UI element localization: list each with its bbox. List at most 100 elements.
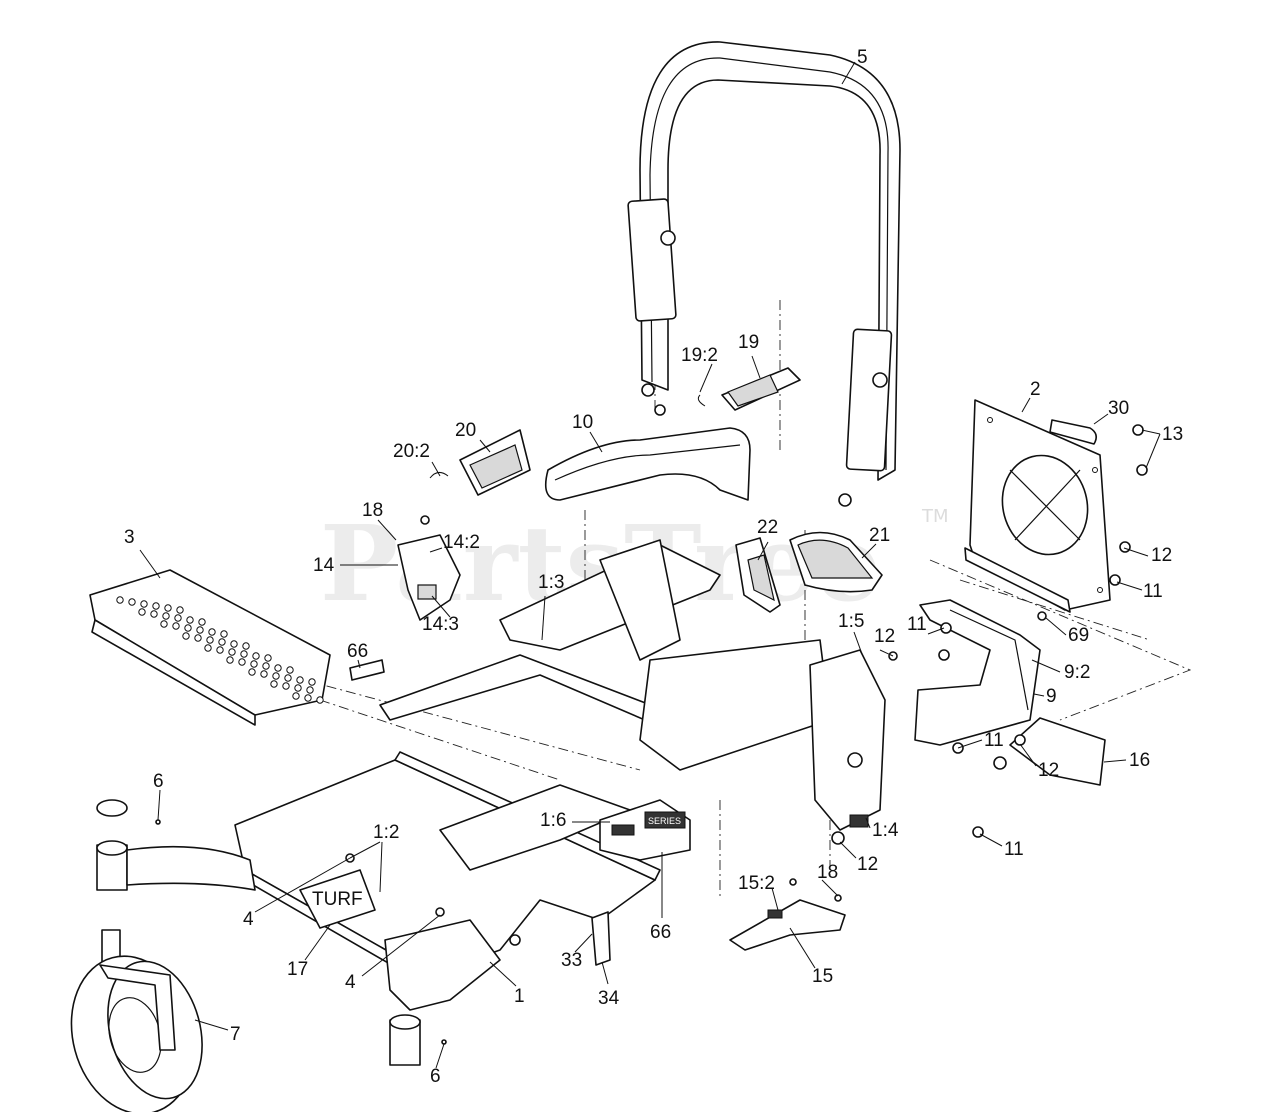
floor-plate-hole <box>220 630 228 638</box>
floor-plate-hole <box>138 608 146 616</box>
callout-4-left: 4 <box>243 909 254 930</box>
decal-66-left <box>349 659 385 681</box>
floor-plate-hole <box>262 662 270 670</box>
callout-66-left: 66 <box>347 641 368 662</box>
rollbar <box>627 41 901 507</box>
floor-plate-hole <box>228 648 236 656</box>
bolts-13 <box>1132 424 1148 476</box>
callout-12-bottom: 12 <box>857 854 878 875</box>
callout-12-right: 12 <box>1151 545 1172 566</box>
callout-15: 15 <box>812 966 833 987</box>
floor-plate-hole <box>306 686 314 694</box>
callout-labels: 5 19:2 19 2 30 13 10 20 20:2 18 14:2 14 … <box>124 47 1183 1087</box>
floor-plate-hole <box>172 622 180 630</box>
floor-plate-hole <box>208 628 216 636</box>
leader-lines <box>139 61 1161 1069</box>
floor-plate-hole <box>186 616 194 624</box>
callout-3: 3 <box>124 527 135 548</box>
callout-1-3: 1:3 <box>538 572 564 593</box>
callout-11-lower: 11 <box>984 730 1004 751</box>
callout-6-bottom: 6 <box>430 1066 441 1087</box>
floor-plate-hole <box>160 620 168 628</box>
floor-plate-holes <box>116 596 324 704</box>
floor-plate-hole <box>272 672 280 680</box>
part-14 <box>397 515 461 621</box>
watermark-trademark: TM <box>921 506 949 527</box>
floor-plate-hole <box>206 636 214 644</box>
floor-plate-hole <box>216 646 224 654</box>
floor-plate-hole <box>204 644 212 652</box>
floor-plate-hole <box>140 600 148 608</box>
part-15 <box>729 899 846 951</box>
callout-16: 16 <box>1129 750 1150 771</box>
floor-plate-hole <box>162 612 170 620</box>
floor-plate-hole <box>292 692 300 700</box>
floor-plate-hole <box>296 676 304 684</box>
callout-20-2: 20:2 <box>393 441 430 462</box>
callout-4-right: 4 <box>345 972 356 993</box>
callout-2: 2 <box>1030 379 1041 400</box>
callout-18-bottom: 18 <box>817 862 838 883</box>
floor-plate-hole <box>242 642 250 650</box>
floor-plate-hole <box>128 598 136 606</box>
floor-plate-hole <box>198 618 206 626</box>
callout-21: 21 <box>869 525 890 546</box>
callout-1-4: 1:4 <box>872 820 899 841</box>
decal-series: SERIES <box>599 799 691 861</box>
callout-9-2: 9:2 <box>1064 662 1090 683</box>
floor-plate-hole <box>238 658 246 666</box>
callout-18-top: 18 <box>362 500 383 521</box>
floor-plate-hole <box>230 640 238 648</box>
floor-plate-hole <box>218 638 226 646</box>
callout-6-top: 6 <box>153 771 164 792</box>
floor-plate-hole <box>196 626 204 634</box>
floor-plate-hole <box>226 656 234 664</box>
floor-plate-hole <box>252 652 260 660</box>
callout-17: 17 <box>287 959 308 980</box>
callout-5: 5 <box>857 47 868 68</box>
callout-19-2: 19:2 <box>681 345 718 366</box>
callout-14-2: 14:2 <box>443 532 480 553</box>
floor-plate-hole <box>176 606 184 614</box>
decal-19 <box>697 367 801 411</box>
part-10 <box>544 427 751 501</box>
floor-plate-hole <box>304 694 312 702</box>
floor-plate-hole <box>152 602 160 610</box>
callout-10: 10 <box>572 412 593 433</box>
callout-11-bottom: 11 <box>1004 839 1024 860</box>
callout-1-5: 1:5 <box>838 611 864 632</box>
floor-plate-hole <box>174 614 182 622</box>
callout-12-mid: 12 <box>874 626 895 647</box>
callout-30: 30 <box>1108 398 1129 419</box>
callout-22: 22 <box>757 517 778 538</box>
floor-plate-hole <box>260 670 268 678</box>
floor-plate-hole <box>270 680 278 688</box>
part-20 <box>429 429 531 496</box>
floor-plate-hole <box>294 684 302 692</box>
floor-plate-hole <box>264 654 272 662</box>
callout-9: 9 <box>1046 686 1057 707</box>
decal-brand: TURF <box>312 889 363 910</box>
floor-plate-hole <box>250 660 258 668</box>
floor-plate-hole <box>150 610 158 618</box>
floor-plate-hole <box>282 682 290 690</box>
callout-34: 34 <box>598 988 620 1009</box>
callout-11-right: 11 <box>1143 581 1163 602</box>
floor-plate-hole <box>274 664 282 672</box>
floor-plate-hole <box>182 632 190 640</box>
part-34 <box>591 911 611 966</box>
decal-series-text: SERIES <box>648 816 681 826</box>
callout-11-mid: 11 <box>907 614 927 635</box>
callout-33: 33 <box>561 950 582 971</box>
callout-69: 69 <box>1068 625 1089 646</box>
floor-plate-hole <box>248 668 256 676</box>
callout-13: 13 <box>1162 424 1183 445</box>
callout-19: 19 <box>738 332 759 353</box>
floor-plate <box>89 569 331 726</box>
part-21 <box>789 531 883 593</box>
main-frame: TURF <box>234 539 886 1011</box>
floor-plate-hole <box>194 634 202 642</box>
caster-assembly <box>70 799 256 1112</box>
floor-plate-hole <box>308 678 316 686</box>
